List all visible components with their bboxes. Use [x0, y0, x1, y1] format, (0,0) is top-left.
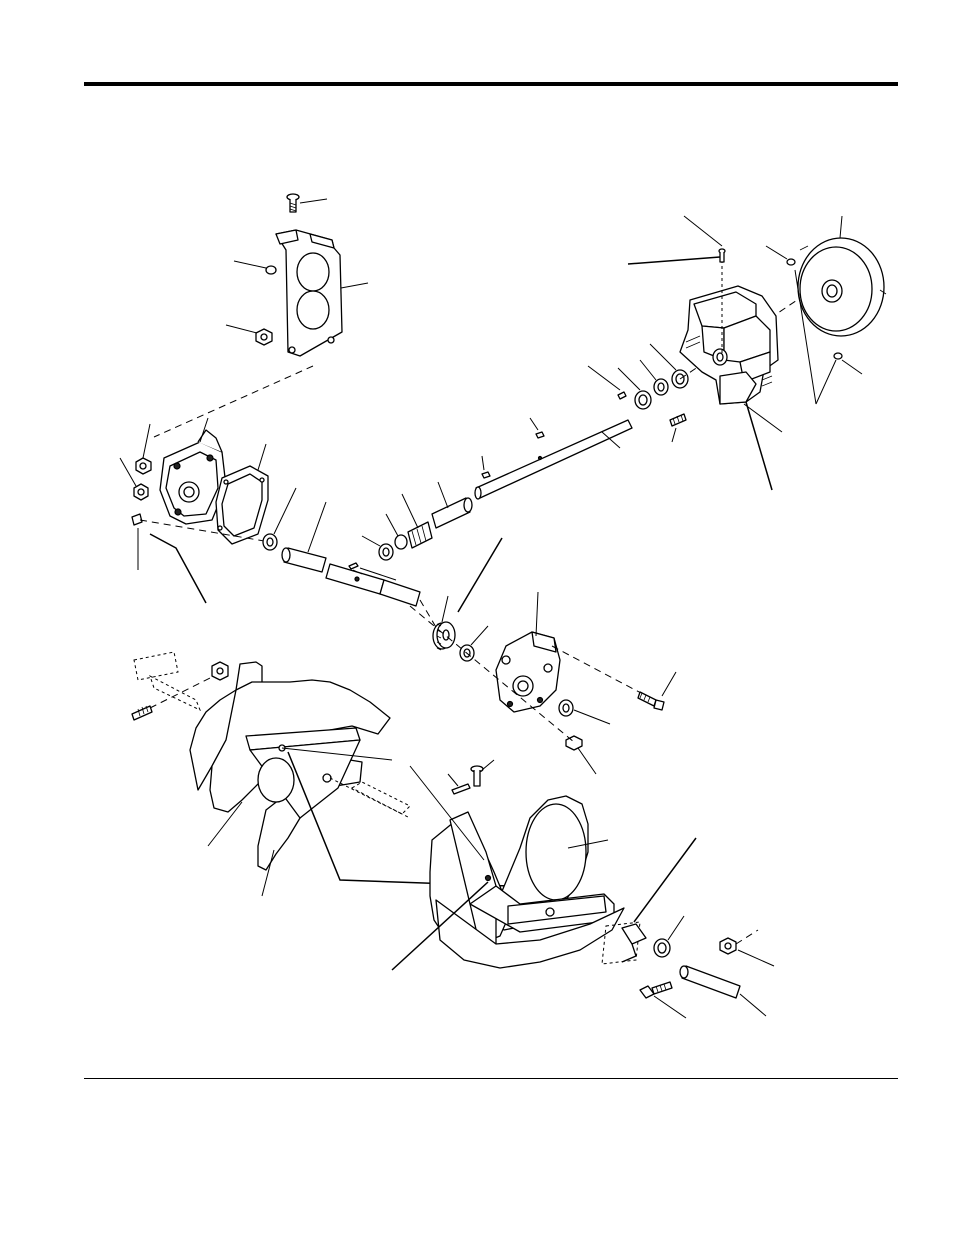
leader-bushing: [362, 536, 380, 546]
leader-thrust-washer-left: [274, 488, 296, 534]
leader-impeller-screw-2: [628, 257, 720, 264]
leader-pulley: [840, 216, 842, 238]
key-lower: [349, 563, 358, 569]
leader-nut-2: [120, 458, 136, 486]
axle-shaft-lower: [326, 564, 420, 606]
leader-thrust-washer-right: [574, 710, 610, 724]
leader-hex-bolt-right: [654, 996, 686, 1018]
thrust-washer-right: [559, 700, 573, 716]
bracket-screw: [287, 194, 299, 212]
bracket-alignment-line: [154, 366, 313, 437]
leader-spacer-left: [308, 502, 326, 552]
leader-pulley-screw-1: [766, 246, 787, 259]
worm-shaft-parts: [379, 498, 472, 560]
leader-impeller-housing: [744, 404, 782, 432]
auger-shaft: [475, 420, 632, 499]
thrust-washer-left: [263, 534, 277, 550]
leader-washer-small: [386, 514, 398, 536]
auger-right: [430, 796, 640, 968]
flange-bushing: [654, 939, 670, 957]
gear-housing-right: [496, 632, 560, 712]
leader-spring-pin: [672, 428, 676, 442]
leader-housing-right: [536, 592, 538, 636]
lower-screw: [566, 736, 582, 750]
shear-bolt: [471, 766, 483, 786]
impeller-housing: [680, 286, 778, 404]
leader-axle-pin: [740, 994, 766, 1016]
axle-pin: [680, 966, 740, 998]
left-nuts: [132, 458, 151, 525]
leader-worm-gear-assy: [458, 538, 502, 612]
cotter-pin: [452, 784, 470, 794]
pulley: [798, 238, 886, 336]
leader-shear-bolt: [482, 760, 494, 770]
spacer-tube-left: [282, 548, 326, 572]
gasket: [216, 466, 268, 544]
leader-bearing: [618, 368, 640, 390]
leader-bracket: [341, 283, 368, 288]
leader-impeller-screw: [684, 216, 722, 246]
leader-pulley-screw-group-b: [816, 360, 836, 404]
impeller-screw: [719, 249, 725, 262]
leader-thrust-washer-mid: [471, 626, 488, 645]
leader-worm: [402, 494, 418, 528]
hex-bolt-right: [640, 982, 672, 998]
leader-housing-screw-right: [662, 672, 676, 696]
leader-housing-assy: [150, 534, 206, 603]
leader-pulley-screw-2: [842, 360, 862, 374]
bracket-lockwasher: [266, 266, 276, 274]
leader-bracket-nut: [226, 325, 257, 333]
bearing-shaft-end: [622, 924, 646, 962]
leader-nut-1: [143, 424, 150, 458]
leader-spacer-upper: [438, 482, 448, 508]
leader-bearing-shaft-end: [634, 838, 696, 922]
leader-worm-gear: [442, 596, 448, 622]
leader-cotter-pin: [448, 774, 458, 786]
leader-gasket: [258, 444, 266, 470]
hex-nut-right: [720, 938, 736, 954]
mounting-bracket: [276, 230, 342, 356]
leader-bracket-lockwasher: [234, 261, 266, 268]
auger-left: [190, 662, 410, 870]
leader-flange-bearing: [650, 344, 676, 370]
leader-woodruff-key: [588, 366, 620, 390]
leader-bracket-screw: [300, 199, 327, 203]
leader-hex-nut-right: [738, 950, 774, 966]
leader-key-upper: [530, 418, 538, 430]
axis-line-hex-nut: [736, 930, 758, 944]
leader-key-mid: [482, 456, 484, 470]
leader-flange-bushing: [668, 916, 684, 940]
leader-washer-top: [640, 360, 656, 380]
worm-gear: [433, 622, 455, 650]
leader-lower-screw: [578, 748, 596, 774]
housing-screw-right: [638, 692, 664, 710]
bracket-nut: [256, 329, 272, 345]
